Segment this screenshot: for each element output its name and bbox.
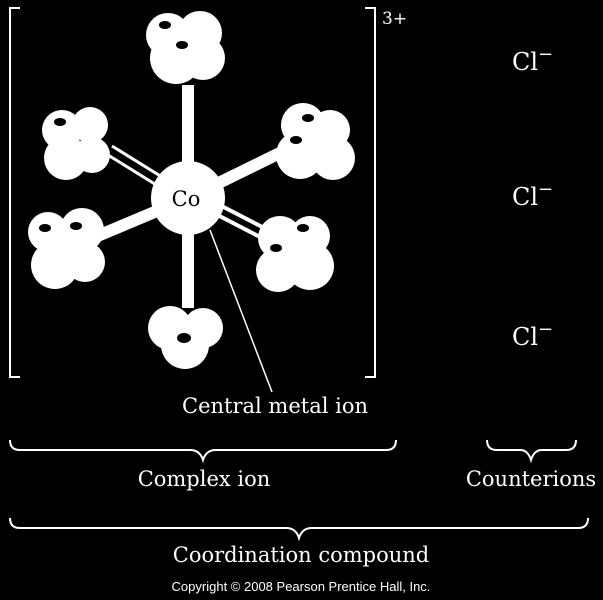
central-atom-label: Co [172, 187, 201, 211]
nitrogen-label: N [85, 140, 103, 164]
ligand-top [146, 11, 225, 84]
counterion-1-charge: − [538, 44, 553, 65]
charge-label: 3+ [382, 9, 407, 29]
counterions-brace [486, 439, 577, 464]
coordination-compound-brace [9, 517, 589, 542]
cobalt-atom [151, 161, 225, 235]
central-metal-ion-label: Central metal ion [182, 394, 368, 418]
ligands [28, 11, 355, 369]
counterion-3: Cl− [512, 319, 553, 351]
ligand-bottom [148, 306, 223, 369]
ligand-lower-right [256, 216, 334, 292]
counterion-3-charge: − [538, 319, 553, 340]
complex-ion-brace [9, 439, 397, 464]
counterion-2: Cl− [512, 179, 553, 211]
counterions-label: Counterions [466, 467, 596, 491]
right-bracket [365, 7, 376, 378]
ligand-lower-left [28, 208, 105, 289]
ligand-upper-left [42, 107, 110, 180]
counterion-2-charge: − [538, 179, 553, 200]
coordination-compound-label: Coordination compound [173, 543, 430, 567]
complex-ion-label: Complex ion [138, 467, 271, 491]
central-ion-pointer [209, 229, 273, 393]
ligand-upper-right [276, 103, 355, 180]
braces [9, 439, 589, 542]
counterions: Cl− Cl− Cl− [512, 44, 553, 351]
complex-brackets [9, 7, 376, 378]
left-bracket [9, 7, 20, 378]
copyright-text: Copyright © 2008 Pearson Prentice Hall, … [172, 579, 431, 594]
counterion-1: Cl− [512, 44, 553, 76]
